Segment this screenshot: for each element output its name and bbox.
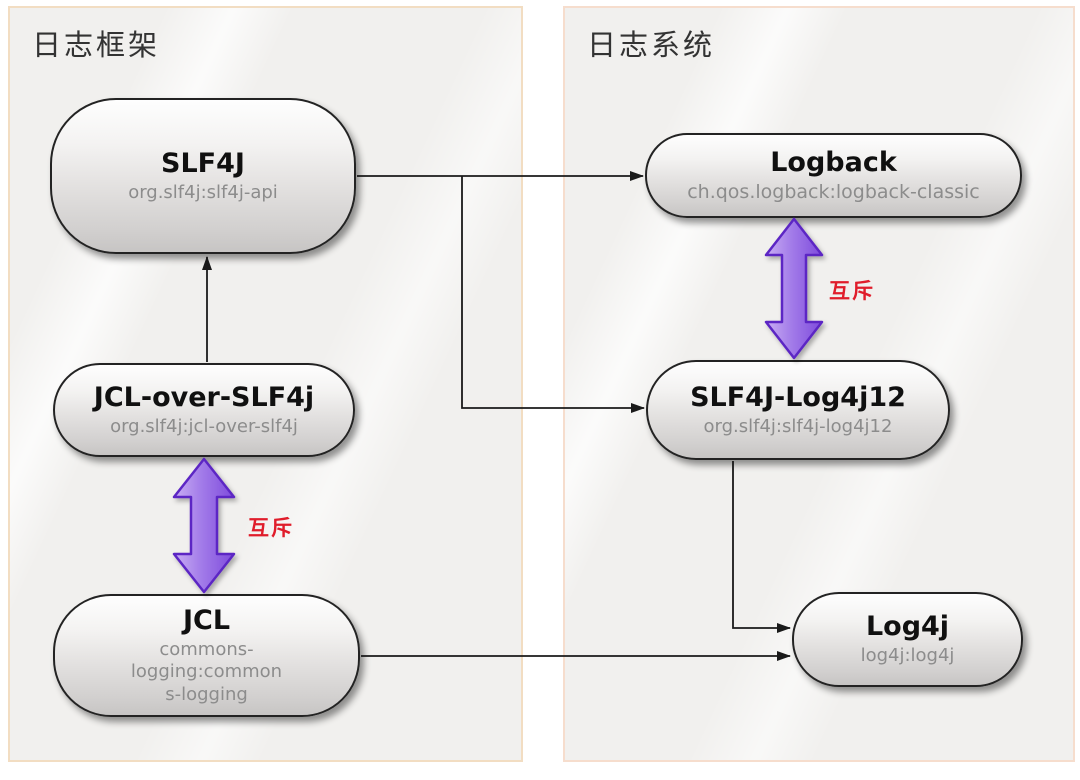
node-log4j: Log4j log4j:log4j [792, 592, 1023, 687]
node-log4j-artifact: log4j:log4j [860, 645, 955, 667]
edge-slf4j-slf4jlog4j12 [461, 176, 645, 413]
mutex-label-left: 互斥 [248, 516, 294, 540]
node-logback: Logback ch.qos.logback:logback-classic [645, 133, 1022, 218]
node-log4j-title: Log4j [865, 611, 950, 643]
mutex-label-right: 互斥 [829, 279, 875, 303]
node-jcl-over-slf4j-artifact: org.slf4j:jcl-over-slf4j [110, 415, 298, 437]
panel-title-systems: 日志系统 [587, 28, 716, 62]
node-slf4j-artifact: org.slf4j:slf4j-api [128, 181, 278, 203]
panel-title-frameworks: 日志框架 [32, 28, 161, 62]
node-slf4j: SLF4J org.slf4j:slf4j-api [50, 98, 356, 254]
node-logback-title: Logback [770, 146, 897, 178]
node-jcl-over-slf4j-title: JCL-over-SLF4j [93, 381, 315, 413]
node-jcl-over-slf4j: JCL-over-SLF4j org.slf4j:jcl-over-slf4j [53, 363, 355, 457]
node-slf4j-title: SLF4J [161, 147, 245, 179]
edge-slf4jlog4j12-log4j [732, 461, 791, 633]
node-slf4j-log4j12: SLF4J-Log4j12 org.slf4j:slf4j-log4j12 [646, 360, 950, 460]
node-slf4j-log4j12-artifact: org.slf4j:slf4j-log4j12 [703, 415, 893, 437]
node-logback-artifact: ch.qos.logback:logback-classic [687, 180, 980, 203]
node-slf4j-log4j12-title: SLF4J-Log4j12 [690, 381, 906, 413]
node-jcl: JCL commons-logging:commons-logging [53, 594, 360, 717]
node-jcl-artifact: commons-logging:commons-logging [130, 638, 283, 705]
node-jcl-title: JCL [182, 604, 231, 636]
